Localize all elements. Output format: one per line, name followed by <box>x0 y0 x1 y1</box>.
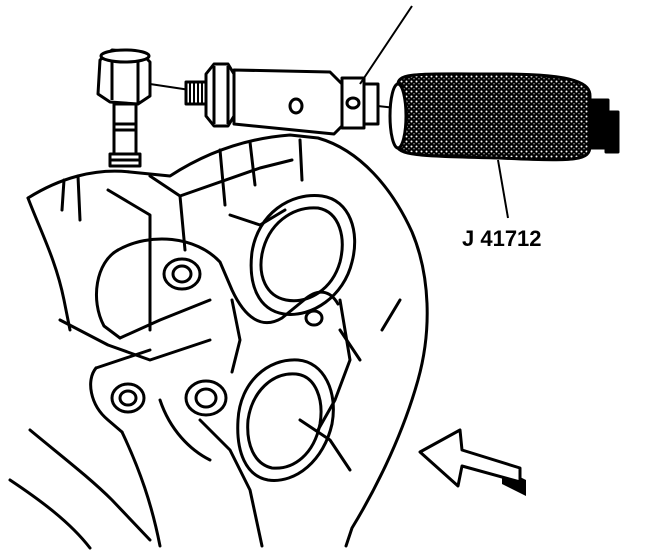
fitting-icon <box>96 48 152 168</box>
leader-line <box>359 5 413 85</box>
cylinder-head-icon <box>8 133 429 550</box>
alignment-line <box>149 83 191 91</box>
direction-arrow-icon <box>418 428 526 496</box>
tool-number-label: J 41712 <box>462 226 542 251</box>
adapter-icon <box>184 62 380 136</box>
label-leader <box>497 159 509 219</box>
tool-icon <box>388 72 620 162</box>
